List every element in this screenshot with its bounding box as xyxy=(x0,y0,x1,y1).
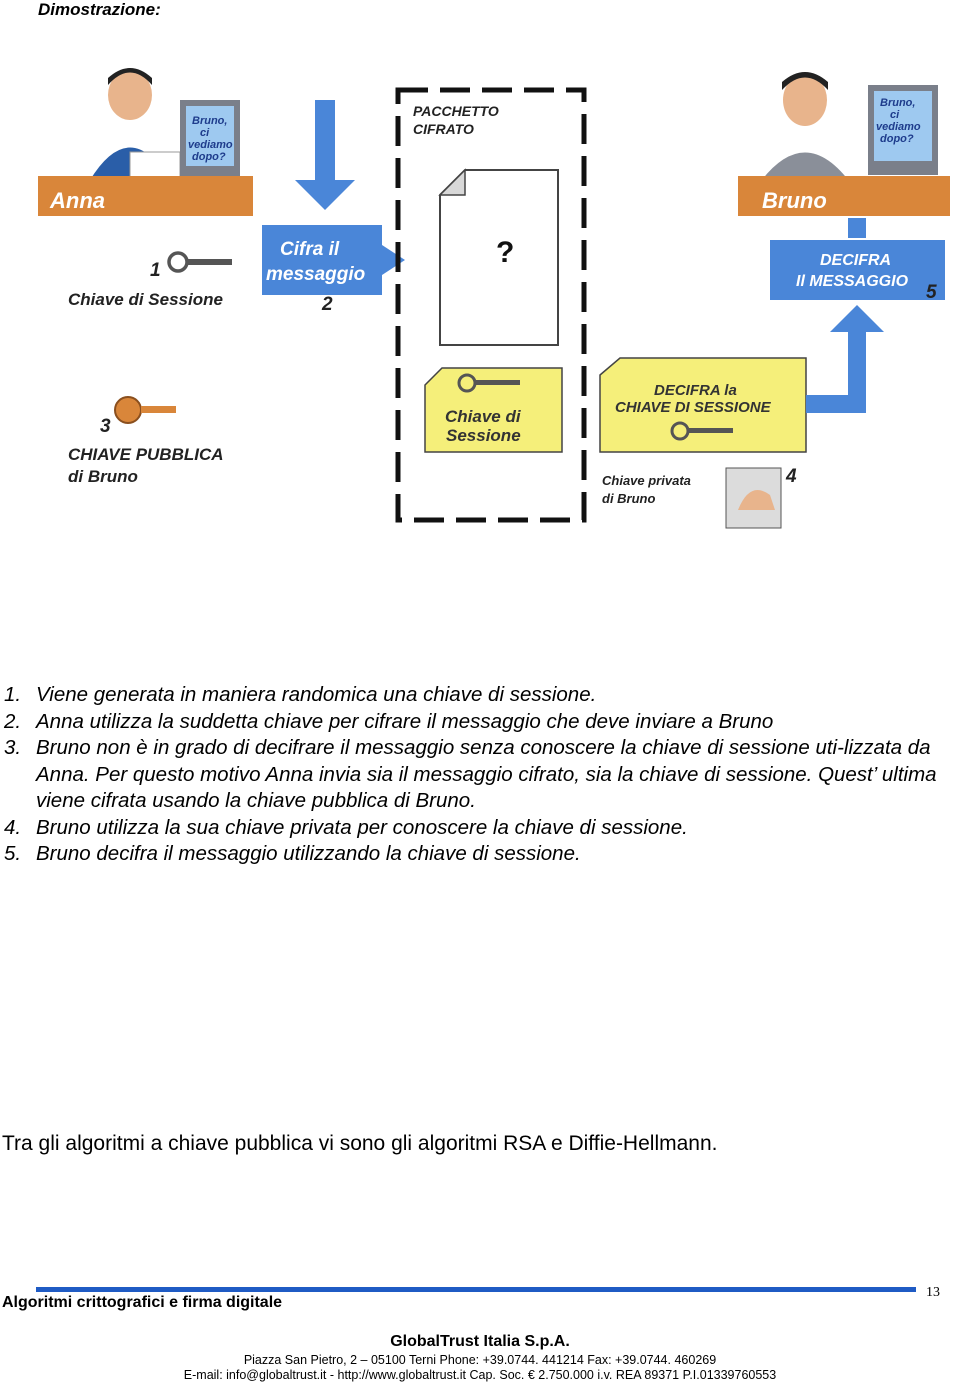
section-heading: Dimostrazione: xyxy=(38,0,161,19)
speech-bubble-text-2: ci xyxy=(890,109,900,121)
company-contacts: E-mail: info@globaltrust.it - http://www… xyxy=(183,1368,777,1382)
cifra-label-2: messaggio xyxy=(266,264,365,285)
private-key-caption-2: di Bruno xyxy=(602,491,655,506)
decrypt-session-key-envelope: DECIFRA la CHIAVE DI SESSIONE Chiave pri… xyxy=(599,357,807,529)
encrypted-packet: PACCHETTO CIFRATO ? Chiave di Sessione xyxy=(395,87,587,523)
company-name: GlobalTrust Italia S.p.A. xyxy=(390,1333,570,1350)
speech-bubble-text-3: vediamo xyxy=(876,121,921,133)
public-key-caption-1: CHIAVE PUBBLICA xyxy=(68,445,224,464)
anna-panel: Anna Bruno, ci vediamo dopo? xyxy=(38,60,253,216)
list-item: 5. Bruno decifra il messaggio utilizzando… xyxy=(0,841,940,868)
step-text: Anna utilizza la suddetta chiave per cif… xyxy=(36,709,774,733)
arrow-bruno-to-decifra xyxy=(848,218,866,238)
step-5-number: 5 xyxy=(926,282,937,303)
page-number: 13 xyxy=(926,1285,940,1300)
cifra-box: Cifra il messaggio xyxy=(262,225,405,295)
list-item: 4. Bruno utilizza la sua chiave privata p… xyxy=(0,815,940,842)
list-item: 1. Viene generata in maniera randomica un… xyxy=(0,682,940,709)
arrow-anna-to-cifra xyxy=(295,100,355,210)
unknown-mark: ? xyxy=(496,236,514,269)
decifra-label-2: Il MESSAGGIO xyxy=(796,273,909,290)
packet-label-2: CIFRATO xyxy=(413,121,474,137)
bruno-label: Bruno xyxy=(762,188,827,213)
envelope-right-label-1: DECIFRA la xyxy=(654,382,737,399)
footer-title: Algoritmi crittografici e firma digitale xyxy=(2,1294,283,1311)
cifra-label-1: Cifra il xyxy=(280,239,340,260)
step-text: Viene generata in maniera randomica una … xyxy=(36,683,597,706)
step-number: 3. xyxy=(4,736,22,759)
step-4-number: 4 xyxy=(785,466,797,487)
step-1-number: 1 xyxy=(150,260,161,281)
decifra-label-1: DECIFRA xyxy=(820,252,891,269)
anna-label: Anna xyxy=(49,188,105,213)
step-number: 4. xyxy=(4,815,22,839)
session-key-group: 1 Chiave di Sessione 2 xyxy=(68,251,333,315)
public-key-caption-2: di Bruno xyxy=(68,467,138,486)
speech-bubble-text-1: Bruno, xyxy=(192,115,227,127)
step-number: 5. xyxy=(4,842,22,865)
envelope-left-label-1: Chiave di xyxy=(445,407,522,426)
public-key-group: 3 CHIAVE PUBBLICA di Bruno xyxy=(68,396,224,486)
step-3-number: 3 xyxy=(100,416,111,437)
step-number: 2. xyxy=(4,709,22,733)
speech-bubble-text-4: dopo? xyxy=(192,151,226,163)
speech-bubble-text-4: dopo? xyxy=(880,133,914,145)
envelope-right-label-2: CHIAVE DI SESSIONE xyxy=(615,399,772,416)
step-text: Bruno utilizza la sua chiave privata per… xyxy=(36,815,688,839)
key-exchange-diagram: Anna Bruno, ci vediamo dopo? Bruno Bruno… xyxy=(38,60,950,529)
speech-bubble-text-2: ci xyxy=(200,127,210,139)
footer-divider xyxy=(36,1287,916,1292)
bruno-panel: Bruno Bruno, ci vediamo dopo? xyxy=(738,60,950,216)
step-number: 1. xyxy=(4,683,22,706)
speech-bubble-text-1: Bruno, xyxy=(880,97,915,109)
list-item: 2. Anna utilizza la suddetta chiave per c… xyxy=(0,709,940,736)
algorithms-paragraph: Tra gli algoritmi a chiave pubblica vi s… xyxy=(2,1132,718,1155)
private-key-caption-1: Chiave privata xyxy=(602,473,691,488)
session-key-caption: Chiave di Sessione xyxy=(68,290,223,309)
step-text: Bruno decifra il messaggio utilizzando l… xyxy=(36,842,581,865)
step-text: Bruno non è in grado di decifrare il mes… xyxy=(36,736,937,812)
decifra-box: DECIFRA Il MESSAGGIO 5 xyxy=(770,240,945,303)
steps-list: 1. Viene generata in maniera randomica un… xyxy=(0,682,940,868)
envelope-left-label-2: Sessione xyxy=(446,426,521,445)
company-address: Piazza San Pietro, 2 – 05100 Terni Phone… xyxy=(243,1353,717,1367)
step-2-number: 2 xyxy=(321,294,333,315)
packet-label-1: PACCHETTO xyxy=(413,103,499,119)
list-item: 3. Bruno non è in grado di decifrare il m… xyxy=(0,735,940,815)
speech-bubble-text-3: vediamo xyxy=(188,139,233,151)
